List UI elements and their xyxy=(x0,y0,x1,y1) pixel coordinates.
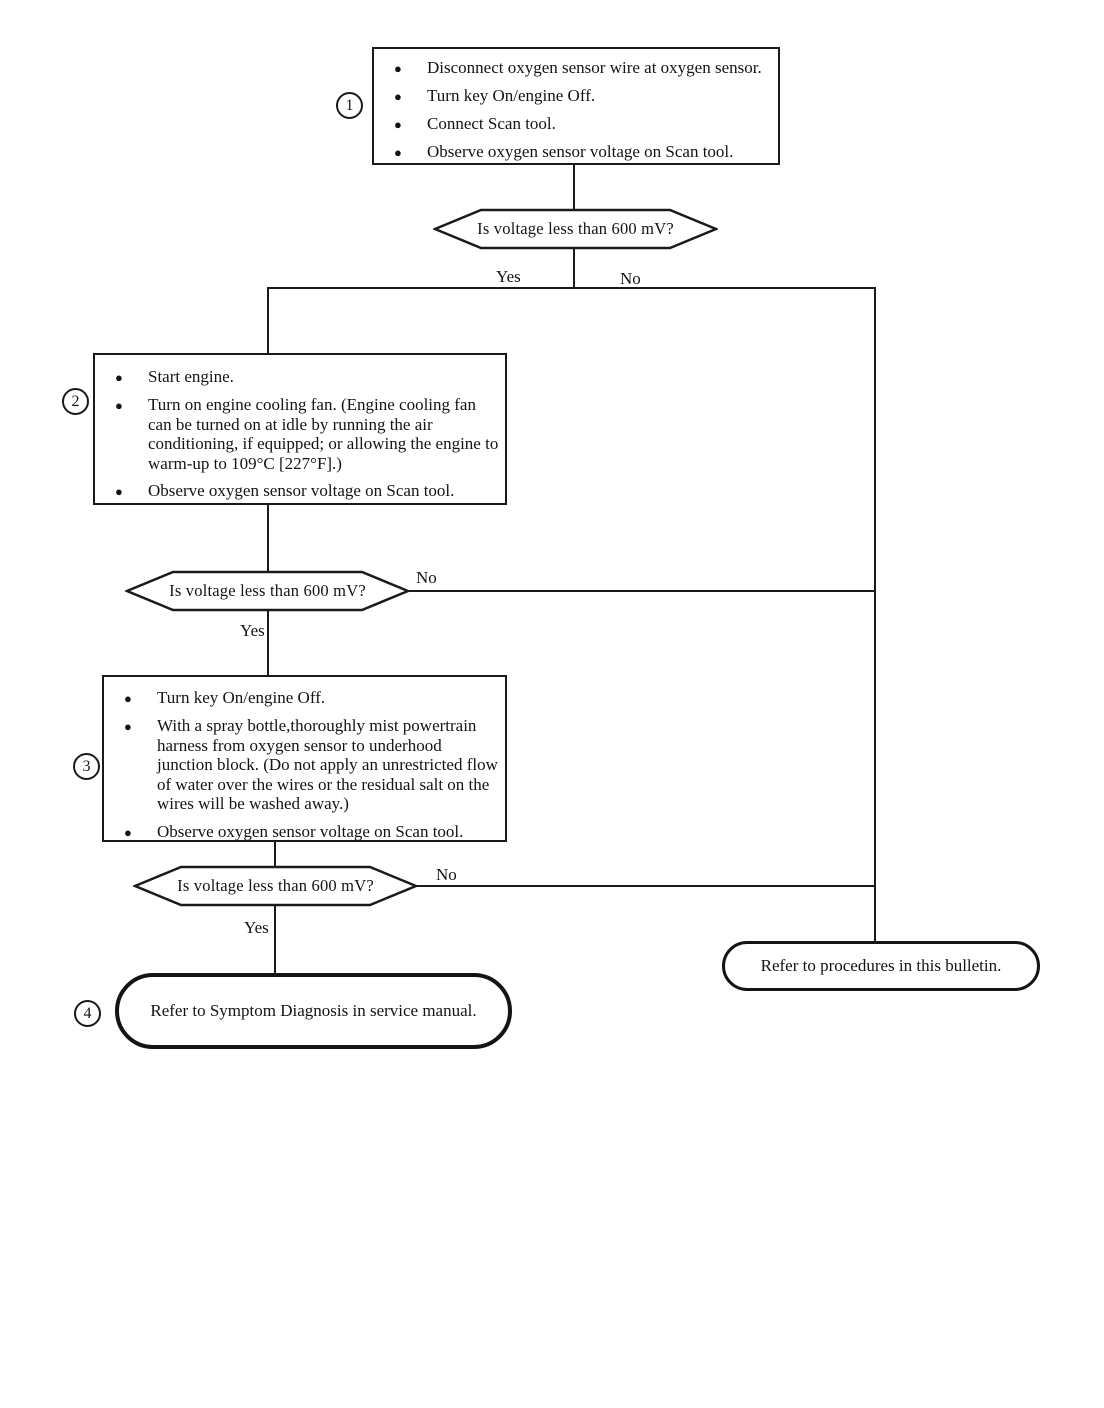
decision2-question: Is voltage less than 600 mV? xyxy=(169,581,366,600)
step2-instruction: Observe oxygen sensor voltage on Scan to… xyxy=(148,481,455,500)
hexagon-shape xyxy=(125,570,410,612)
decision2-no-label: No xyxy=(416,568,437,587)
step3-box: Turn key On/engine Off. With a spray bot… xyxy=(102,675,507,842)
bullet-icon xyxy=(394,142,427,162)
bullet-icon xyxy=(124,688,157,708)
decision2-yes-label: Yes xyxy=(240,621,265,640)
decision1-hexagon: Is voltage less than 600 mV? xyxy=(433,208,718,250)
list-item: Start engine. xyxy=(115,367,499,387)
bullet-icon xyxy=(115,481,148,501)
connector-no-branch-vertical xyxy=(874,287,876,943)
terminal-bulletin-procedures: Refer to procedures in this bulletin. xyxy=(722,941,1040,991)
decision3-question: Is voltage less than 600 mV? xyxy=(177,876,374,895)
bullet-icon xyxy=(394,114,427,134)
step-number-4-text: 4 xyxy=(83,1004,92,1022)
bullet-icon xyxy=(115,395,148,415)
step1-instruction: Turn key On/engine Off. xyxy=(427,86,596,105)
step-number-4: 4 xyxy=(74,1000,101,1027)
step2-instruction: Start engine. xyxy=(148,367,234,386)
connector-yes2-to-step3 xyxy=(267,610,269,677)
decision1-question: Is voltage less than 600 mV? xyxy=(477,219,674,238)
bullet-icon xyxy=(394,58,427,78)
list-item: Turn key On/engine Off. xyxy=(124,688,499,708)
list-item: Turn key On/engine Off. xyxy=(394,86,772,106)
decision1-no-label: No xyxy=(620,269,641,288)
step1-box: Disconnect oxygen sensor wire at oxygen … xyxy=(372,47,780,165)
step-number-3: 3 xyxy=(73,753,100,780)
list-item: With a spray bottle,thoroughly mist powe… xyxy=(124,716,499,814)
bullet-icon xyxy=(394,86,427,106)
connector-step1-to-decision1 xyxy=(573,165,575,210)
step-number-2-text: 2 xyxy=(71,392,80,410)
connector-split-horizontal xyxy=(267,287,876,289)
list-item: Disconnect oxygen sensor wire at oxygen … xyxy=(394,58,772,78)
connector-yes3-to-terminal xyxy=(274,905,276,975)
list-item: Observe oxygen sensor voltage on Scan to… xyxy=(124,822,499,842)
connector-step3-to-decision3 xyxy=(274,840,276,868)
step-number-1: 1 xyxy=(336,92,363,119)
list-item: Observe oxygen sensor voltage on Scan to… xyxy=(394,142,772,162)
hexagon-shape xyxy=(433,208,718,250)
decision1-yes-label: Yes xyxy=(496,267,521,286)
step-number-1-text: 1 xyxy=(345,96,354,114)
step1-instruction: Disconnect oxygen sensor wire at oxygen … xyxy=(427,58,762,77)
step1-instruction: Connect Scan tool. xyxy=(427,114,556,133)
connector-yes1-to-step2 xyxy=(267,287,269,355)
decision3-no-label: No xyxy=(436,865,457,884)
terminal-bulletin-procedures-label: Refer to procedures in this bulletin. xyxy=(760,956,1002,975)
step1-instruction: Observe oxygen sensor voltage on Scan to… xyxy=(427,142,734,161)
connector-step2-to-decision2 xyxy=(267,504,269,572)
bullet-icon xyxy=(124,716,157,736)
step3-instruction: Turn key On/engine Off. xyxy=(157,688,326,707)
terminal-symptom-diagnosis: Refer to Symptom Diagnosis in service ma… xyxy=(115,973,512,1049)
list-item: Turn on engine cooling fan. (Engine cool… xyxy=(115,395,499,473)
decision3-yes-label: Yes xyxy=(244,918,269,937)
connector-decision1-down xyxy=(573,249,575,289)
bullet-icon xyxy=(124,822,157,842)
connector-no3-horizontal xyxy=(415,885,874,887)
decision2-hexagon: Is voltage less than 600 mV? xyxy=(125,570,410,612)
list-item: Connect Scan tool. xyxy=(394,114,772,134)
step2-instruction: Turn on engine cooling fan. (Engine cool… xyxy=(148,395,499,473)
list-item: Observe oxygen sensor voltage on Scan to… xyxy=(115,481,499,501)
step-number-2: 2 xyxy=(62,388,89,415)
terminal-symptom-diagnosis-label: Refer to Symptom Diagnosis in service ma… xyxy=(150,1001,477,1020)
step2-box: Start engine. Turn on engine cooling fan… xyxy=(93,353,507,505)
step3-instruction: With a spray bottle,thoroughly mist powe… xyxy=(157,716,498,813)
step-number-3-text: 3 xyxy=(82,757,91,775)
step3-instruction: Observe oxygen sensor voltage on Scan to… xyxy=(157,821,464,841)
decision3-hexagon: Is voltage less than 600 mV? xyxy=(133,865,418,907)
hexagon-shape xyxy=(133,865,418,907)
bullet-icon xyxy=(115,367,148,387)
connector-no2-horizontal xyxy=(408,590,874,592)
